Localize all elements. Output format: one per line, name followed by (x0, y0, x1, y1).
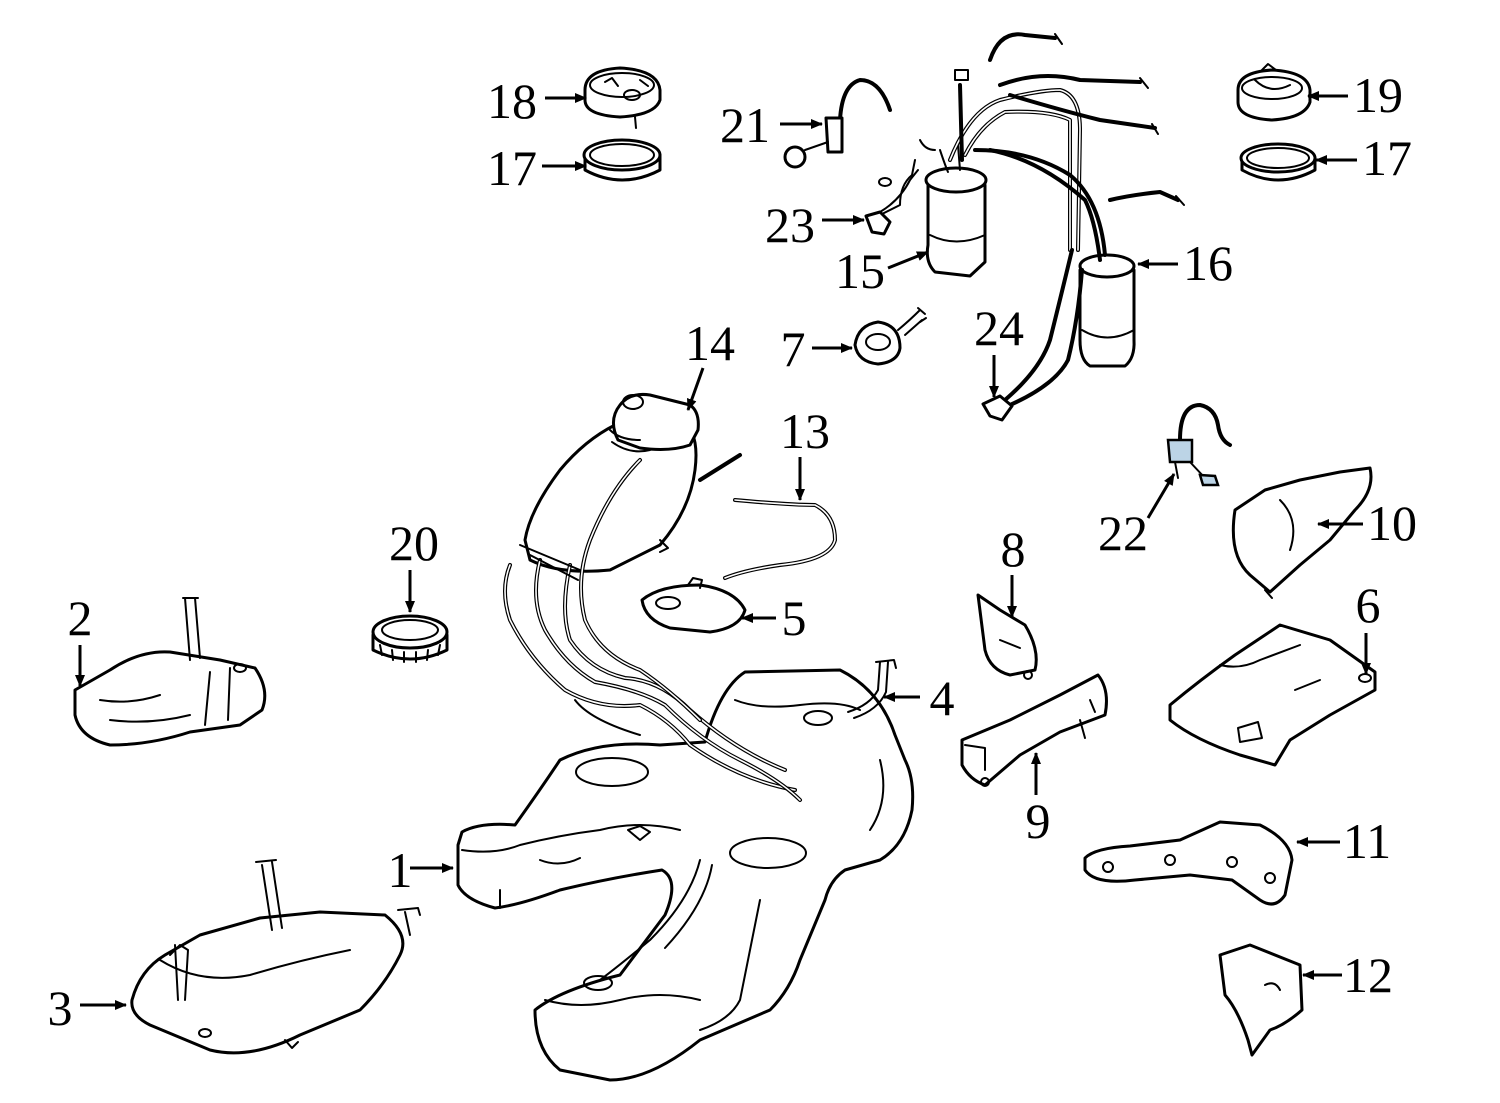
svg-text:21: 21 (720, 97, 770, 153)
part-23-bracket[interactable] (864, 169, 919, 236)
svg-text:23: 23 (765, 197, 815, 253)
part-19-pump-flange[interactable] (1236, 63, 1312, 122)
part-15-fuel-pump-left[interactable] (924, 144, 988, 278)
part-21-level-sensor[interactable] (783, 78, 892, 169)
callout-22: 22 (1098, 473, 1176, 561)
callout-11: 11 (1296, 813, 1391, 869)
part-10-shield[interactable] (1231, 466, 1373, 599)
part-18-pump-flange[interactable] (583, 66, 662, 129)
svg-text:17: 17 (487, 140, 537, 196)
svg-text:24: 24 (974, 300, 1024, 356)
part-9-crossmember[interactable] (960, 673, 1108, 787)
callout-24: 24 (974, 300, 1024, 398)
part-5-bracket[interactable] (640, 577, 747, 634)
callout-17-left: 17 (487, 140, 587, 196)
callout-2: 2 (68, 590, 93, 687)
svg-text:15: 15 (835, 243, 885, 299)
part-6-shield[interactable] (1168, 623, 1377, 767)
callout-8: 8 (1001, 521, 1026, 618)
svg-text:11: 11 (1343, 813, 1391, 869)
callout-4: 4 (883, 670, 955, 726)
callout-12: 12 (1302, 947, 1393, 1003)
svg-text:2: 2 (68, 590, 93, 646)
callout-9: 9 (1026, 752, 1051, 849)
svg-text:5: 5 (782, 590, 807, 646)
svg-text:13: 13 (780, 403, 830, 459)
callout-20: 20 (389, 515, 439, 613)
part-filler-neck[interactable] (503, 393, 802, 802)
svg-text:16: 16 (1183, 235, 1233, 291)
part-11-shield[interactable] (1083, 820, 1294, 906)
callout-16: 16 (1137, 235, 1233, 291)
part-22-sensor[interactable] (1166, 403, 1232, 487)
svg-text:19: 19 (1353, 67, 1403, 123)
callout-3: 3 (48, 980, 127, 1036)
svg-text:3: 3 (48, 980, 73, 1036)
callout-23: 23 (765, 197, 865, 253)
callout-6: 6 (1356, 577, 1381, 675)
part-fuel-tank[interactable] (456, 668, 915, 1082)
callout-17-right: 17 (1315, 130, 1412, 186)
svg-text:1: 1 (388, 842, 413, 898)
callout-7: 7 (781, 321, 853, 377)
callout-21: 21 (720, 97, 823, 153)
svg-text:10: 10 (1367, 495, 1417, 551)
part-7-fuel-cap[interactable] (853, 307, 927, 366)
callout-18: 18 (487, 73, 587, 129)
svg-text:18: 18 (487, 73, 537, 129)
svg-text:22: 22 (1098, 505, 1148, 561)
svg-text:6: 6 (1356, 577, 1381, 633)
callout-10: 10 (1317, 495, 1417, 551)
callout-13: 13 (780, 403, 830, 501)
svg-text:4: 4 (930, 670, 955, 726)
callout-5: 5 (741, 590, 807, 646)
svg-text:14: 14 (685, 315, 735, 371)
callout-1: 1 (388, 842, 454, 898)
part-fuel-line-harness[interactable] (879, 32, 1185, 407)
part-16-fuel-pump-right[interactable] (1078, 253, 1136, 368)
part-17-seal-left[interactable] (582, 138, 662, 182)
part-20-lock-ring[interactable] (371, 614, 449, 663)
svg-text:12: 12 (1343, 947, 1393, 1003)
part-2-heat-shield[interactable] (73, 597, 267, 747)
svg-text:17: 17 (1362, 130, 1412, 186)
svg-text:20: 20 (389, 515, 439, 571)
part-3-heat-shield[interactable] (130, 859, 421, 1055)
svg-text:8: 8 (1001, 521, 1026, 577)
callout-14: 14 (685, 315, 735, 411)
part-vent-tube[interactable] (723, 498, 837, 580)
svg-text:7: 7 (781, 321, 806, 377)
callout-15: 15 (835, 243, 929, 299)
svg-text:9: 9 (1026, 793, 1051, 849)
part-17-seal-right[interactable] (1239, 142, 1317, 182)
part-8-bracket[interactable] (976, 593, 1038, 680)
callout-19: 19 (1307, 67, 1403, 123)
part-12-shield[interactable] (1218, 943, 1304, 1057)
